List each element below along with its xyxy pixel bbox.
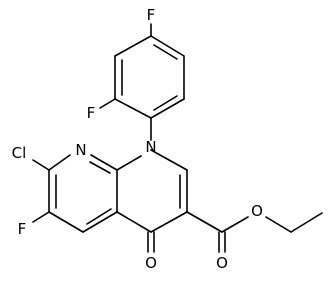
bond-ring-carbonyl	[186, 211, 223, 233]
atom-f-left: F	[87, 104, 96, 122]
bond-c-cl	[32, 159, 50, 171]
bond-c-f-bottom	[32, 211, 50, 223]
atom-n-ring: N	[145, 138, 156, 156]
atom-o-ether: O	[251, 202, 263, 220]
bond-o-ch2	[265, 216, 292, 233]
atom-o-ketone: O	[145, 254, 157, 272]
atom-f-top: F	[147, 6, 156, 24]
pyridine-ring	[48, 154, 118, 233]
pyridone-ring	[116, 149, 188, 233]
atom-cl: Cl	[12, 144, 27, 162]
bond-c-f-left	[99, 98, 116, 109]
difluorophenyl-ring	[114, 35, 185, 119]
bond-carbonyl-o	[221, 216, 249, 233]
atom-o-ester: O	[216, 254, 228, 272]
bond-ethyl	[290, 212, 323, 233]
atom-n-pyridine: N	[75, 141, 86, 159]
atom-f-bottom: F	[18, 220, 27, 238]
